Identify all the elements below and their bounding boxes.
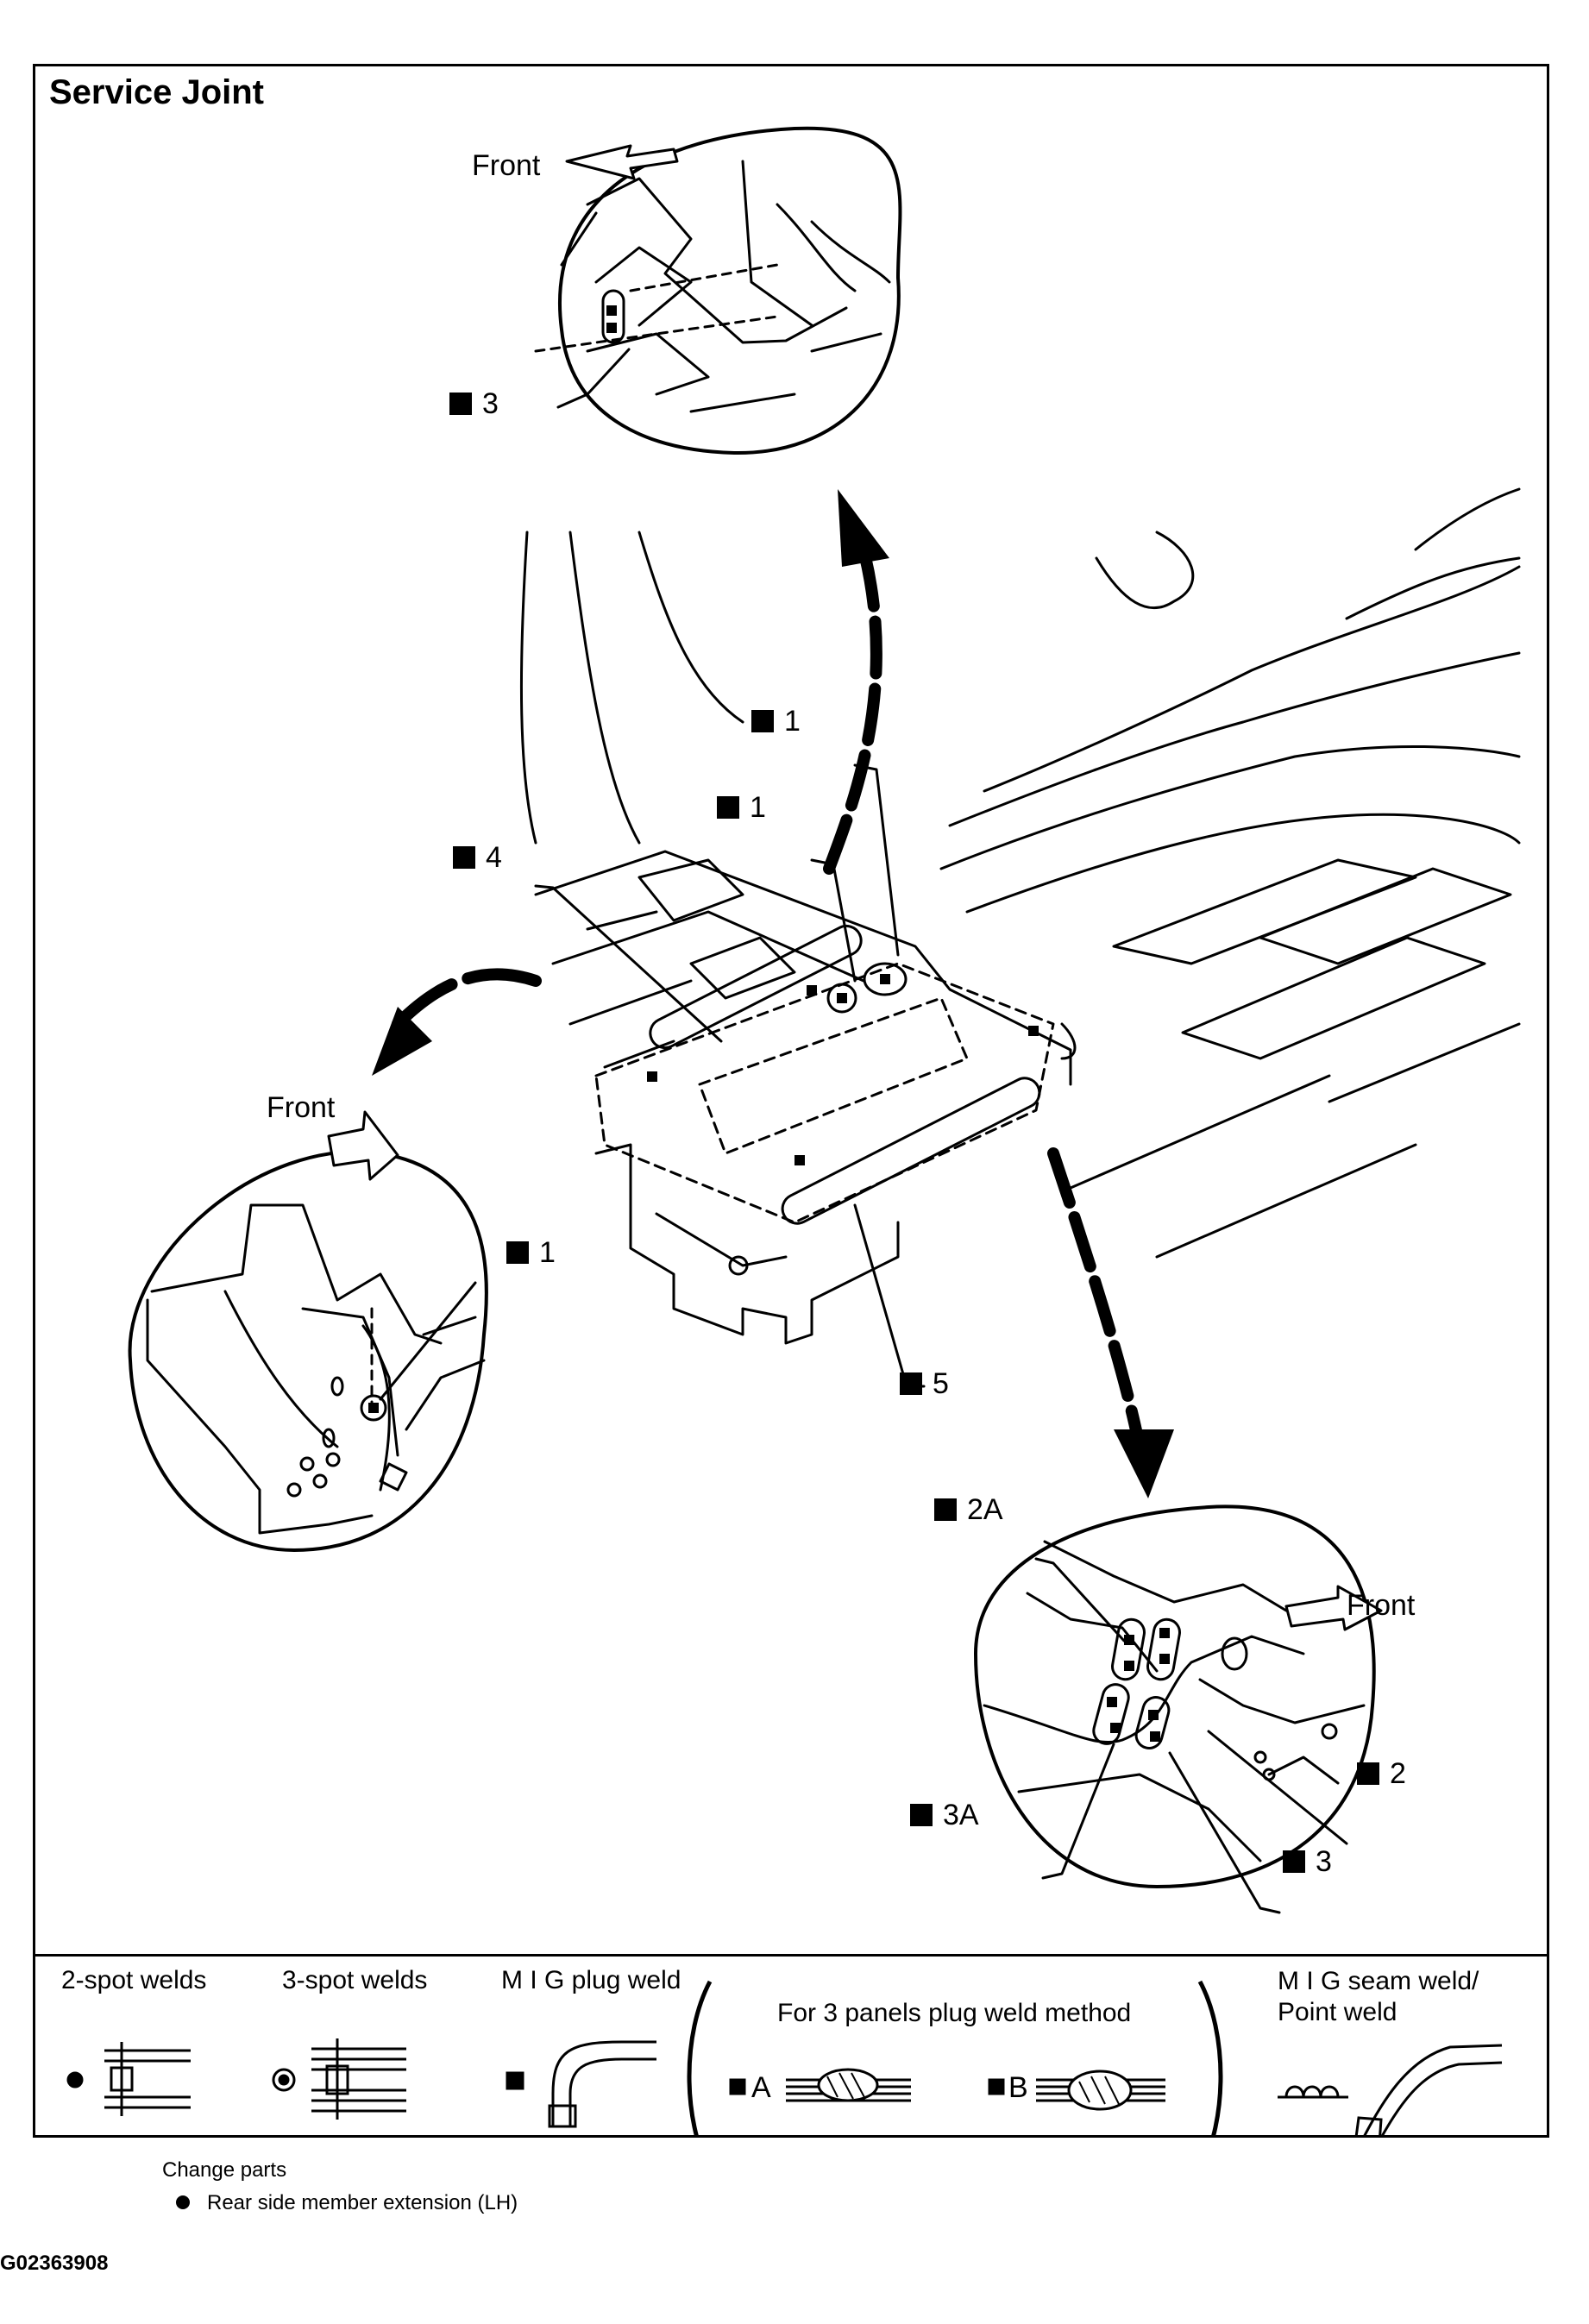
callout-br-3A: 3A	[910, 1799, 979, 1832]
change-part-label: Rear side member extension (LH)	[207, 2191, 518, 2214]
change-part-item: Rear side member extension (LH)	[176, 2191, 518, 2215]
legend-2-spot-welds: 2-spot welds	[61, 1966, 207, 1994]
legend-mig-plug-weld: M I G plug weld	[501, 1966, 681, 1994]
top-detail-view	[534, 126, 902, 455]
figure-id: G02363908	[0, 2252, 109, 2275]
left-detail-view	[128, 1150, 488, 1552]
main-assembly	[519, 487, 1521, 1388]
callout-main-1a: 1	[751, 705, 801, 738]
legend-3-panel-method: For 3 panels plug weld method	[777, 1999, 1132, 2027]
callout-br-2A: 2A	[934, 1493, 1003, 1527]
legend-symbols	[66, 1980, 1503, 2137]
callout-br-2: 2	[1357, 1757, 1406, 1791]
legend-3-spot-welds: 3-spot welds	[282, 1966, 428, 1994]
front-label-right: Front	[1347, 1589, 1416, 1622]
change-parts-heading: Change parts	[162, 2158, 287, 2182]
legend-mig-seam-weld: M I G seam weld/ Point weld	[1278, 1967, 1479, 2026]
diagram-frame: Service Joint	[33, 64, 1549, 2138]
front-label-left: Front	[267, 1091, 336, 1124]
callout-main-1b: 1	[717, 791, 766, 825]
callout-main-5: 5	[900, 1367, 949, 1401]
callout-left-1: 1	[506, 1236, 556, 1270]
callout-top-3: 3	[449, 387, 499, 421]
front-label-top: Front	[472, 149, 541, 182]
legend-method-b: B	[1008, 2071, 1028, 2104]
line-drawing	[66, 126, 1521, 2137]
callout-br-3: 3	[1283, 1845, 1332, 1879]
bullet-icon	[176, 2195, 190, 2209]
callout-main-4: 4	[453, 841, 502, 875]
bottom-right-detail-view	[974, 1504, 1376, 1914]
diagram-title: Service Joint	[49, 73, 265, 111]
legend-method-a: A	[751, 2071, 771, 2104]
legend-divider	[35, 1954, 1547, 1957]
